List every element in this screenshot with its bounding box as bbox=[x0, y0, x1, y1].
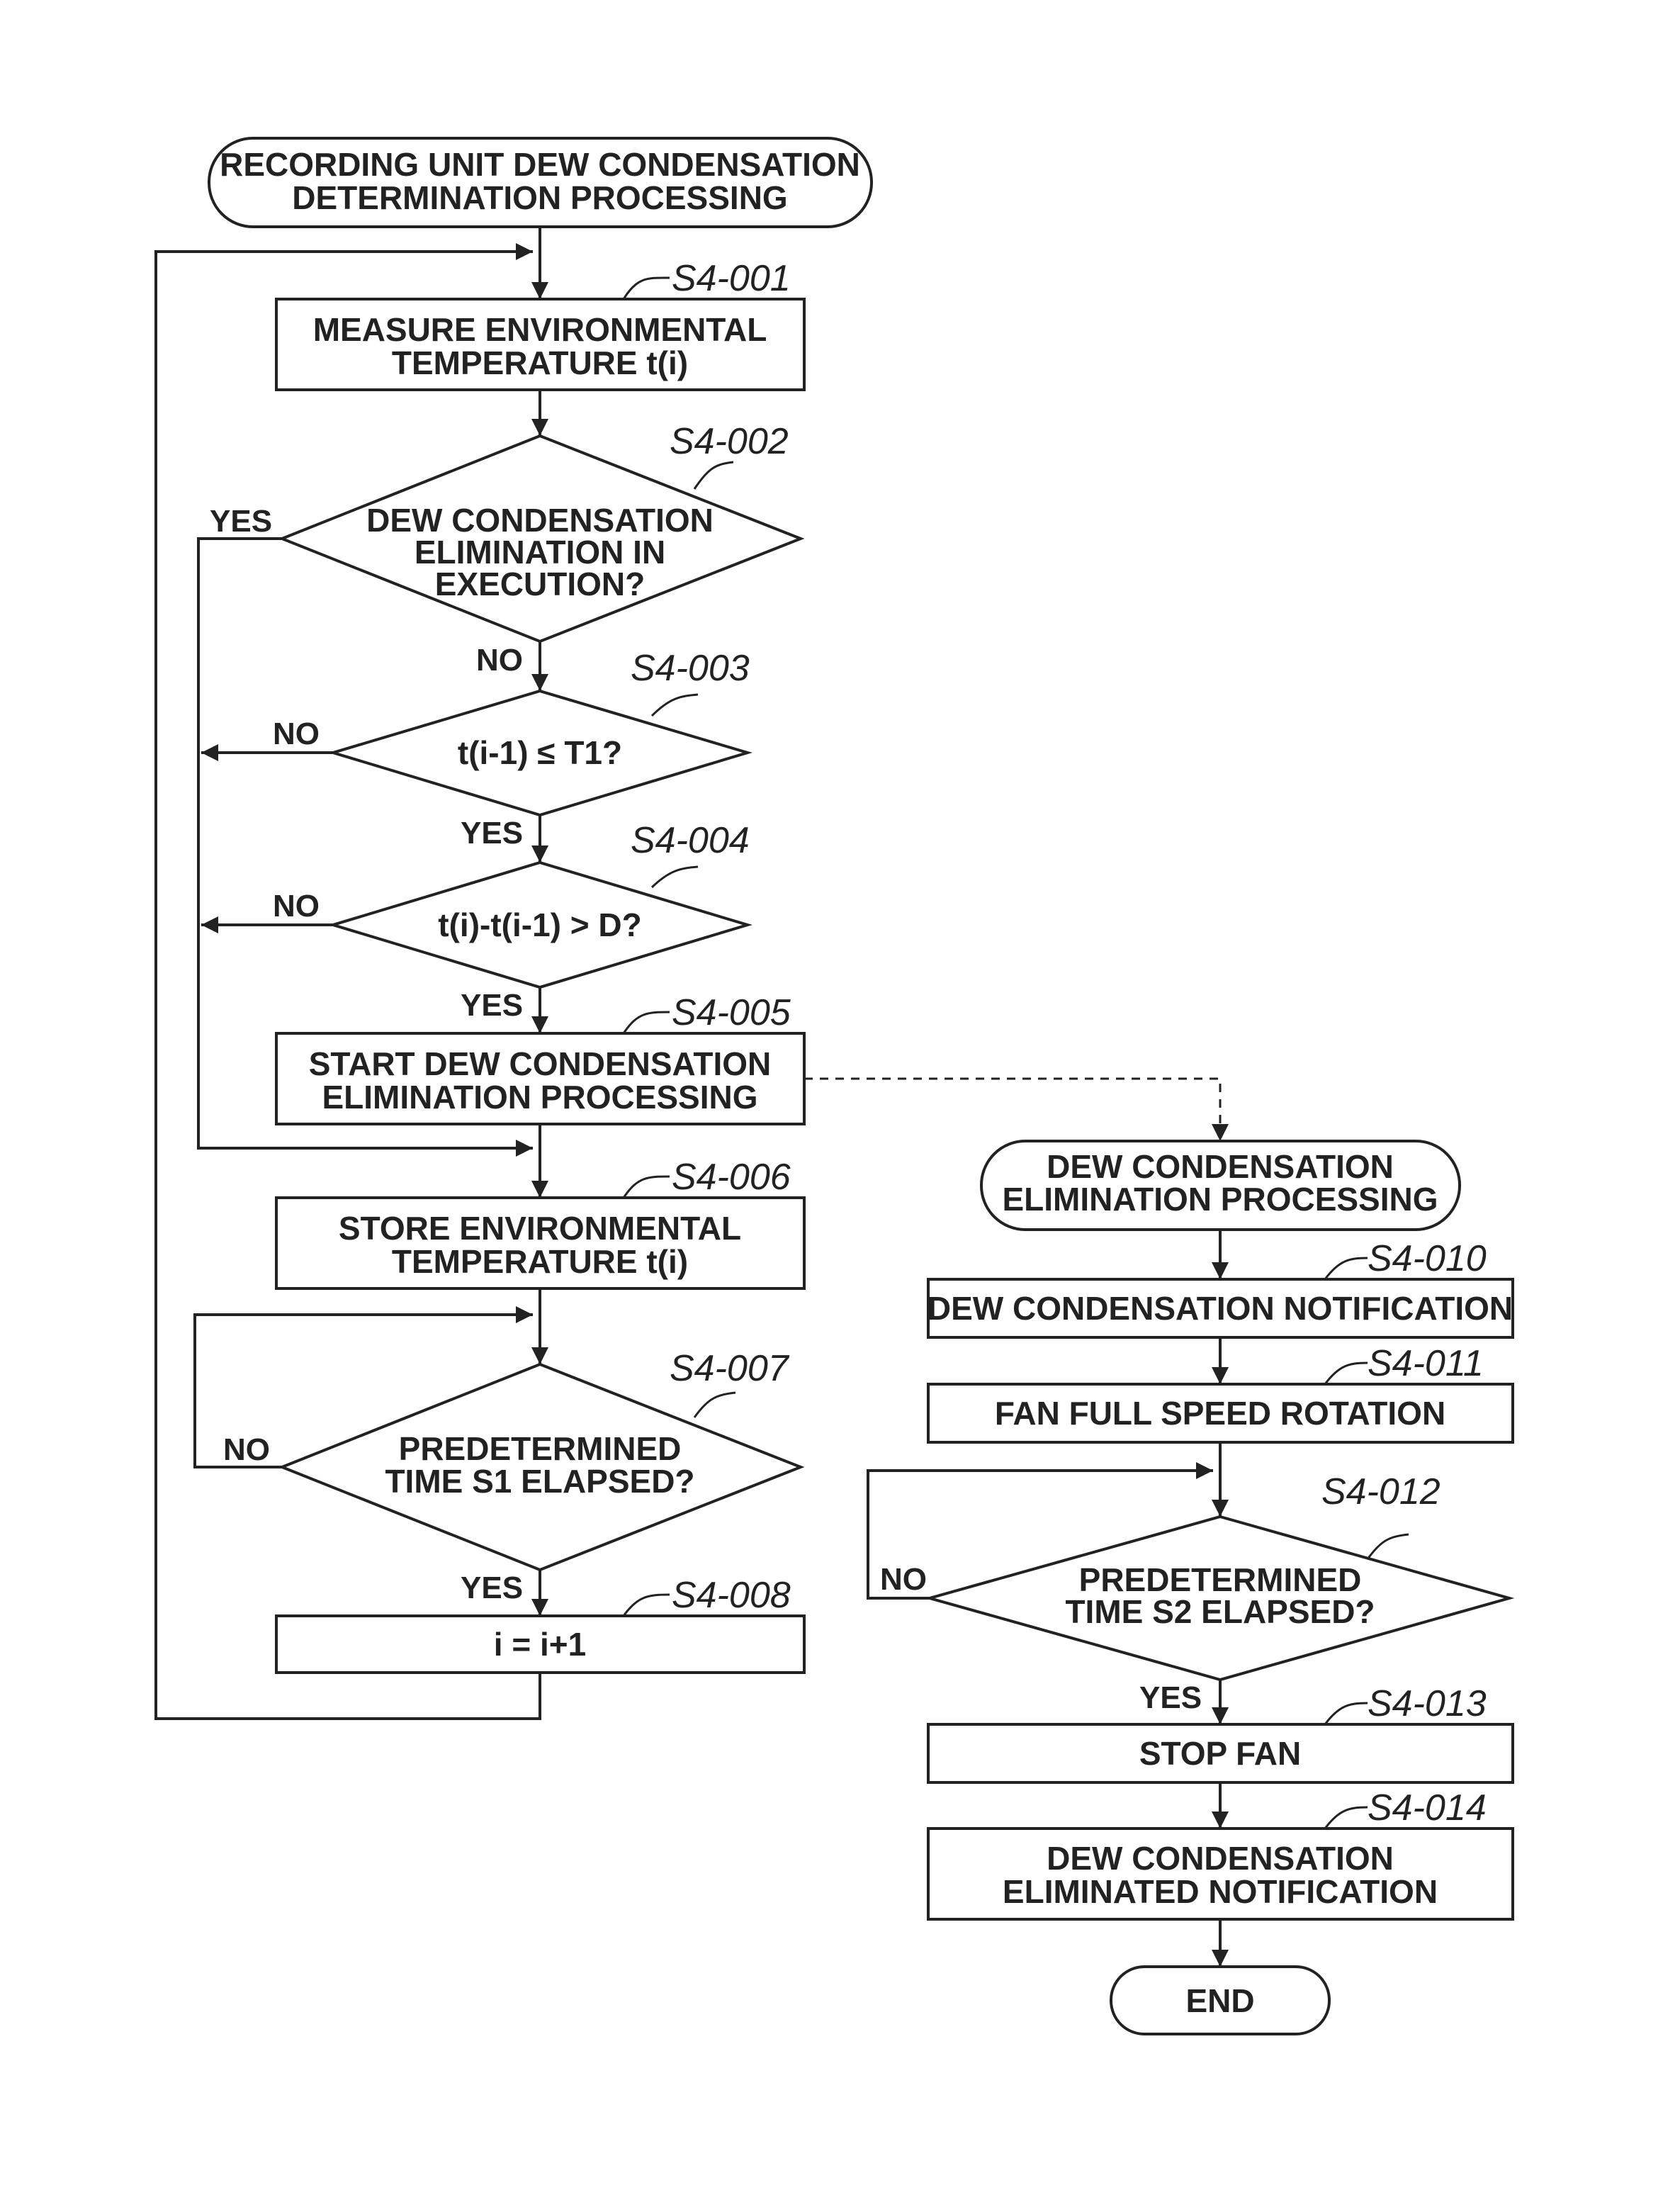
s010-leader-line bbox=[1325, 1258, 1368, 1279]
s004-text: t(i)-t(i-1) > D? bbox=[438, 906, 641, 943]
s013-step-label: S4-013 bbox=[1368, 1683, 1487, 1724]
s008-leader-line bbox=[624, 1595, 670, 1616]
s004-yes-label: YES bbox=[461, 988, 523, 1023]
s011-step-label: S4-011 bbox=[1368, 1343, 1484, 1384]
s005-line2: ELIMINATION PROCESSING bbox=[322, 1079, 757, 1116]
s013-leader-line bbox=[1325, 1703, 1368, 1724]
start-label-line2: DETERMINATION PROCESSING bbox=[292, 179, 787, 216]
start-label-line1: RECORDING UNIT DEW CONDENSATION bbox=[220, 146, 860, 183]
s004-leader-line bbox=[652, 867, 698, 887]
s003-yes-label: YES bbox=[461, 816, 523, 850]
s012-no-label: NO bbox=[880, 1562, 927, 1597]
s012-line2: TIME S2 ELAPSED? bbox=[1065, 1593, 1375, 1630]
s010-step-label: S4-010 bbox=[1368, 1238, 1487, 1279]
subflow-start-line1: DEW CONDENSATION bbox=[1047, 1148, 1394, 1185]
s001-line2: TEMPERATURE t(i) bbox=[392, 344, 688, 381]
s012-step-label: S4-012 bbox=[1321, 1471, 1441, 1512]
s007-step-label: S4-007 bbox=[670, 1348, 790, 1389]
s012-leader-line bbox=[1368, 1534, 1409, 1559]
s010-text: DEW CONDENSATION NOTIFICATION bbox=[928, 1290, 1513, 1327]
decision-s4-012: PREDETERMINED TIME S2 ELAPSED? S4-012 NO… bbox=[880, 1471, 1509, 1715]
s002-no-label: NO bbox=[476, 643, 523, 678]
s002-leader-line bbox=[694, 462, 733, 489]
s001-leader-line bbox=[624, 278, 670, 299]
s008-step-label: S4-008 bbox=[672, 1575, 791, 1616]
s005-step-label: S4-005 bbox=[672, 992, 791, 1033]
end-label: END bbox=[1185, 1982, 1254, 2019]
s006-step-label: S4-006 bbox=[672, 1157, 791, 1198]
s012-yes-label: YES bbox=[1139, 1680, 1202, 1715]
s002-yes-label: YES bbox=[210, 504, 272, 539]
s014-leader-line bbox=[1325, 1807, 1368, 1829]
s014-line1: DEW CONDENSATION bbox=[1047, 1840, 1394, 1877]
end-terminator: END bbox=[1111, 1967, 1329, 2034]
s002-step-label: S4-002 bbox=[670, 421, 789, 462]
s004-no-label: NO bbox=[273, 889, 320, 923]
s007-yes-label: YES bbox=[461, 1571, 523, 1605]
s006-line1: STORE ENVIRONMENTAL bbox=[339, 1210, 741, 1247]
s008-text: i = i+1 bbox=[494, 1626, 586, 1663]
s011-leader-line bbox=[1325, 1363, 1368, 1384]
s007-leader-line bbox=[694, 1393, 735, 1417]
s003-step-label: S4-003 bbox=[631, 648, 750, 689]
s005-leader-line bbox=[624, 1012, 670, 1033]
s007-line1: PREDETERMINED bbox=[399, 1430, 682, 1467]
s001-step-label: S4-001 bbox=[672, 258, 791, 299]
s005-line1: START DEW CONDENSATION bbox=[309, 1045, 772, 1082]
s004-step-label: S4-004 bbox=[631, 820, 750, 861]
s011-text: FAN FULL SPEED ROTATION bbox=[995, 1395, 1445, 1432]
decision-s4-007: PREDETERMINED TIME S1 ELAPSED? S4-007 NO… bbox=[223, 1348, 801, 1605]
subflow-start-line2: ELIMINATION PROCESSING bbox=[1002, 1181, 1438, 1218]
s014-step-label: S4-014 bbox=[1368, 1787, 1487, 1829]
s006-leader-line bbox=[624, 1176, 670, 1198]
s003-leader-line bbox=[652, 695, 698, 716]
decision-s4-002: DEW CONDENSATION ELIMINATION IN EXECUTIO… bbox=[210, 421, 801, 678]
s002-line3: EXECUTION? bbox=[435, 566, 645, 602]
s003-text: t(i-1) ≤ T1? bbox=[458, 734, 622, 771]
subflow-start-terminator: DEW CONDENSATION ELIMINATION PROCESSING bbox=[981, 1141, 1460, 1230]
s003-no-label: NO bbox=[273, 717, 320, 751]
start-terminator: RECORDING UNIT DEW CONDENSATION DETERMIN… bbox=[209, 138, 872, 227]
s014-line2: ELIMINATED NOTIFICATION bbox=[1003, 1873, 1438, 1910]
s001-line1: MEASURE ENVIRONMENTAL bbox=[313, 311, 767, 348]
s006-line2: TEMPERATURE t(i) bbox=[392, 1243, 688, 1280]
s007-no-label: NO bbox=[223, 1432, 270, 1467]
s013-text: STOP FAN bbox=[1139, 1735, 1301, 1772]
connector-s005-subflow-dashed bbox=[804, 1079, 1220, 1141]
s007-line2: TIME S1 ELAPSED? bbox=[385, 1463, 694, 1500]
